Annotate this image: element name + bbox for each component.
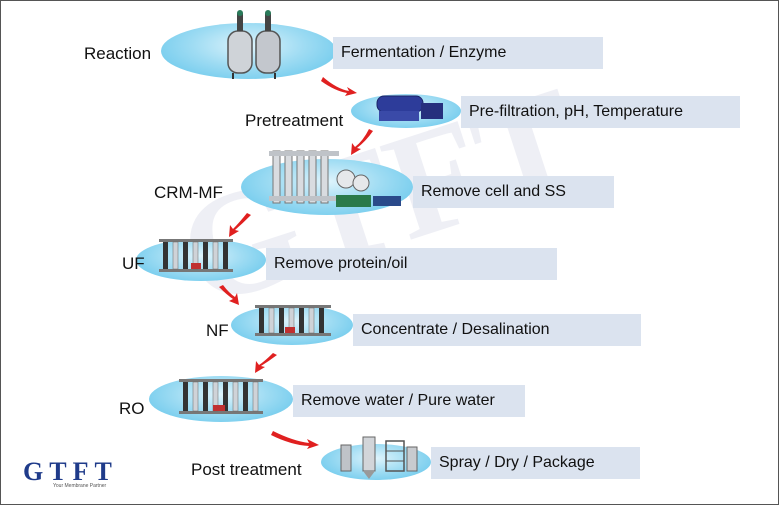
step-ro-label: RO: [119, 399, 145, 418]
step-uf-label: UF: [122, 254, 145, 273]
company-logo: GTFT Your Membrane Partner: [23, 457, 118, 489]
ro-membrane-skid-icon: [179, 379, 263, 414]
step-post-treatment-description: Spray / Dry / Package: [431, 447, 640, 479]
step-ro-description: Remove water / Pure water: [293, 385, 525, 417]
step-crm-mf-label: CRM-MF: [154, 183, 223, 202]
uf-membrane-skid-icon: [159, 239, 233, 272]
logo-text: GTFT: [23, 457, 118, 486]
reactor-tanks-icon: [227, 10, 281, 79]
step-pretreatment-label: Pretreatment: [245, 111, 344, 130]
step-pretreatment-description: Pre-filtration, pH, Temperature: [461, 96, 740, 128]
centrifuge-icon: [376, 95, 443, 121]
spray-dryer-icon: [340, 436, 418, 479]
arrow-reaction-to-pretreatment: [321, 77, 357, 96]
logo-slogan: Your Membrane Partner: [53, 483, 107, 489]
arrow-pretreatment-to-crm-mf: [351, 129, 373, 155]
arrow-ro-to-post-treatment: [271, 431, 319, 449]
step-uf-description: Remove protein/oil: [266, 248, 557, 280]
ceramic-membrane-unit-icon: [269, 150, 401, 207]
step-post-treatment-label: Post treatment: [191, 460, 302, 479]
step-reaction-label: Reaction: [84, 44, 152, 63]
flow-arrows: [219, 77, 373, 449]
step-reaction-description: Fermentation / Enzyme: [333, 37, 603, 69]
arrow-uf-to-nf: [219, 285, 239, 305]
step-ro-disc: [149, 376, 293, 422]
step-crm-mf-description: Remove cell and SS: [413, 176, 614, 208]
step-nf-description: Concentrate / Desalination: [353, 314, 641, 346]
nf-membrane-skid-icon: [255, 305, 331, 336]
step-nf-label: NF: [206, 321, 229, 340]
step-uf-disc: [136, 239, 266, 281]
arrow-nf-to-ro: [255, 353, 277, 373]
arrow-crm-mf-to-uf: [229, 213, 251, 237]
